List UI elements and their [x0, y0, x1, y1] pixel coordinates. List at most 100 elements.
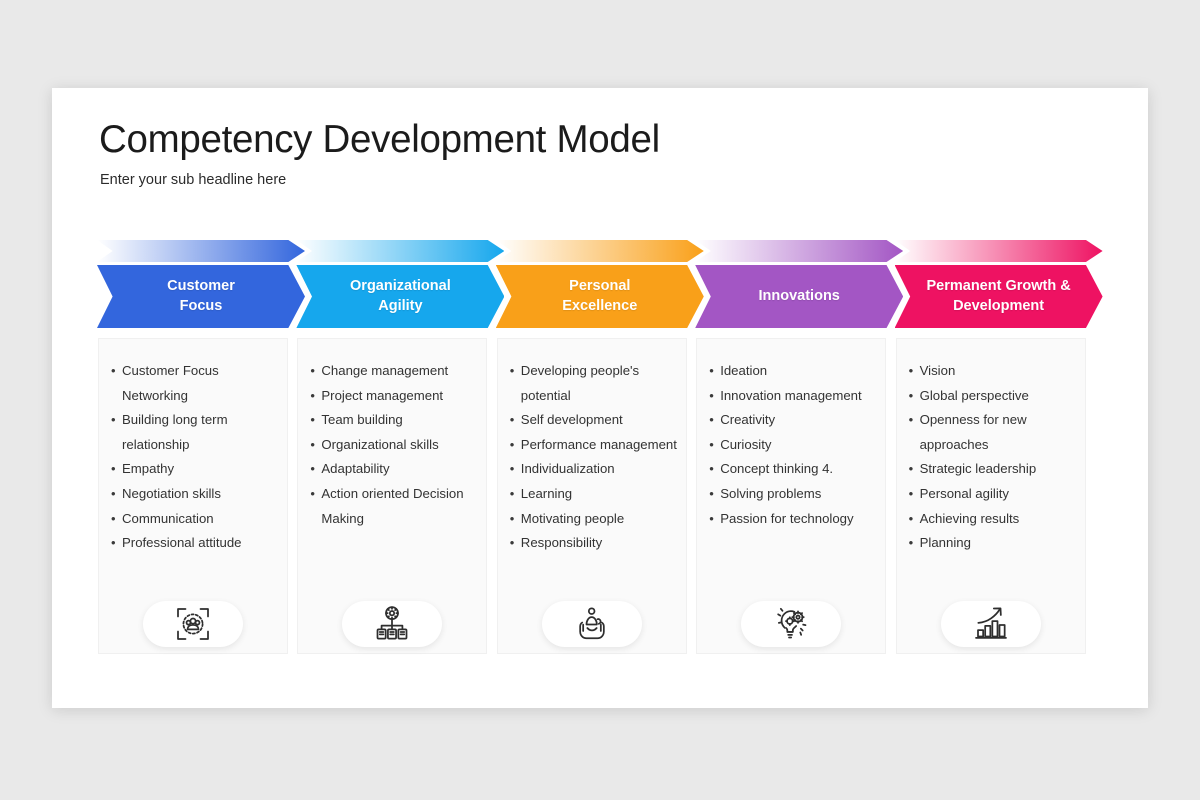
bullet-dot-icon: • — [509, 436, 515, 452]
competency-columns: • Customer Focus Networking •Building long… — [98, 338, 1088, 654]
bullet-dot-icon: • — [709, 485, 714, 501]
stage-chevron-accent-3 — [495, 240, 704, 262]
bullet-dot-icon: • — [111, 535, 116, 551]
list-item: •Openness for new approaches — [907, 408, 1081, 457]
bullet-text: Personal agility — [919, 485, 1010, 501]
page-subtitle: Enter your sub headline here — [100, 172, 287, 188]
stage-chevron-5[interactable]: Permanent Growth &Development — [894, 240, 1103, 328]
bullet-text: Vision — [919, 363, 956, 378]
list-item: •Organizational skills — [308, 433, 482, 458]
bullet-text: Action oriented Decision Making — [321, 485, 464, 526]
stage-label-4: Innovations — [758, 287, 840, 304]
lightbulb-gears-icon — [771, 604, 811, 644]
bullet-list-4: •Ideation•Innovation management•Creativi… — [697, 359, 887, 531]
bullet-text: Ideation — [720, 363, 768, 378]
bullet-list-3: •Developing people's potential•Self deve… — [498, 359, 688, 556]
list-item: • Adaptability — [308, 457, 482, 482]
stage-chevron-accent-4 — [695, 240, 904, 262]
bullet-text: Individualization — [520, 461, 615, 477]
bullet-dot-icon: • — [310, 461, 315, 477]
list-item: •Concept thinking 4. — [707, 457, 881, 482]
list-item: • Professional attitude — [109, 531, 283, 556]
list-item: • Performance management — [508, 433, 682, 458]
bullet-list-1: • Customer Focus Networking •Building long… — [99, 359, 289, 556]
list-item: •Learning — [508, 482, 682, 507]
list-item: • Customer Focus Networking — [109, 359, 283, 408]
bullet-text: Passion for technology — [720, 510, 854, 526]
bullet-text: Negotiation skills — [122, 485, 221, 501]
stage-chevron-body-4[interactable]: Innovations — [695, 265, 904, 328]
growth-chart-arrow-icon — [971, 604, 1011, 644]
bullet-dot-icon: • — [709, 412, 714, 428]
bullet-text: Professional attitude — [122, 535, 242, 551]
list-item: • Creativity — [707, 408, 881, 433]
stage-chevron-4[interactable]: Innovations — [695, 240, 904, 328]
list-item: •Empathy — [109, 457, 283, 482]
stage-chevron-accent-5 — [894, 240, 1103, 262]
list-item: •Self development — [508, 408, 682, 433]
bullet-text: Communication — [122, 510, 214, 526]
bullet-dot-icon: • — [111, 363, 116, 378]
list-item: • Action oriented Decision Making — [308, 482, 482, 531]
bullet-dot-icon: • — [709, 461, 714, 477]
bullet-dot-icon: • — [709, 387, 714, 403]
list-item: • Negotiation skills — [109, 482, 283, 507]
bullet-text: Performance management — [520, 436, 677, 452]
list-item: • Project management — [308, 384, 482, 409]
competency-card-3: •Developing people's potential•Self deve… — [496, 338, 688, 654]
bullet-text: Learning — [520, 485, 573, 501]
bullet-text: Innovation management — [720, 387, 862, 403]
stage-chevron-accent-2 — [296, 240, 505, 262]
stage-chevron-body-5[interactable]: Permanent Growth &Development — [894, 265, 1103, 328]
customer-focus-target-icon — [173, 604, 213, 644]
list-item: • Innovation management — [707, 384, 881, 409]
bullet-text: Creativity — [720, 412, 776, 428]
bullet-dot-icon: • — [709, 436, 714, 452]
bullet-dot-icon: • — [310, 387, 315, 403]
list-item: •Motivating people — [508, 507, 682, 532]
bullet-dot-icon: • — [310, 436, 315, 452]
bullet-dot-icon: • — [111, 461, 116, 477]
icon-pill-2 — [342, 601, 443, 647]
competency-card-2: •Change management•Project management•Te… — [297, 338, 488, 654]
bullet-text: Project management — [321, 387, 444, 403]
list-item: • Passion for technology — [707, 507, 881, 532]
bullet-dot-icon: • — [509, 535, 515, 551]
list-item: •Ideation — [707, 359, 881, 384]
icon-pill-1 — [143, 601, 243, 647]
bullet-dot-icon: • — [310, 485, 315, 501]
bullet-dot-icon: • — [908, 363, 914, 378]
bullet-dot-icon: • — [908, 485, 914, 501]
bullet-dot-icon: • — [111, 485, 116, 501]
list-item: •Building long term relationship — [109, 408, 283, 457]
bullet-dot-icon: • — [908, 387, 914, 403]
competency-card-4: •Ideation•Innovation management•Creativi… — [696, 338, 887, 654]
list-item: •Responsibility — [508, 531, 682, 556]
icon-pill-4 — [741, 601, 842, 647]
icon-pill-5 — [940, 601, 1041, 647]
slide-canvas: Competency Development Model Enter your … — [52, 88, 1148, 708]
list-item: • Personal agility — [907, 482, 1081, 507]
list-item: • Communication — [109, 507, 283, 532]
bullet-dot-icon: • — [111, 510, 116, 526]
bullet-dot-icon: • — [709, 510, 714, 526]
bullet-dot-icon: • — [310, 363, 315, 378]
bullet-text: Customer Focus Networking — [122, 363, 219, 403]
bullet-text: Adaptability — [321, 461, 390, 477]
icon-pill-3 — [541, 601, 642, 647]
bullet-text: Team building — [321, 412, 403, 428]
stage-label-line2-1: Focus — [179, 297, 223, 314]
stage-label-line2-3: Excellence — [562, 297, 638, 314]
bullet-dot-icon: • — [509, 461, 515, 477]
stage-label-5: Permanent Growth &Development — [926, 278, 1071, 314]
